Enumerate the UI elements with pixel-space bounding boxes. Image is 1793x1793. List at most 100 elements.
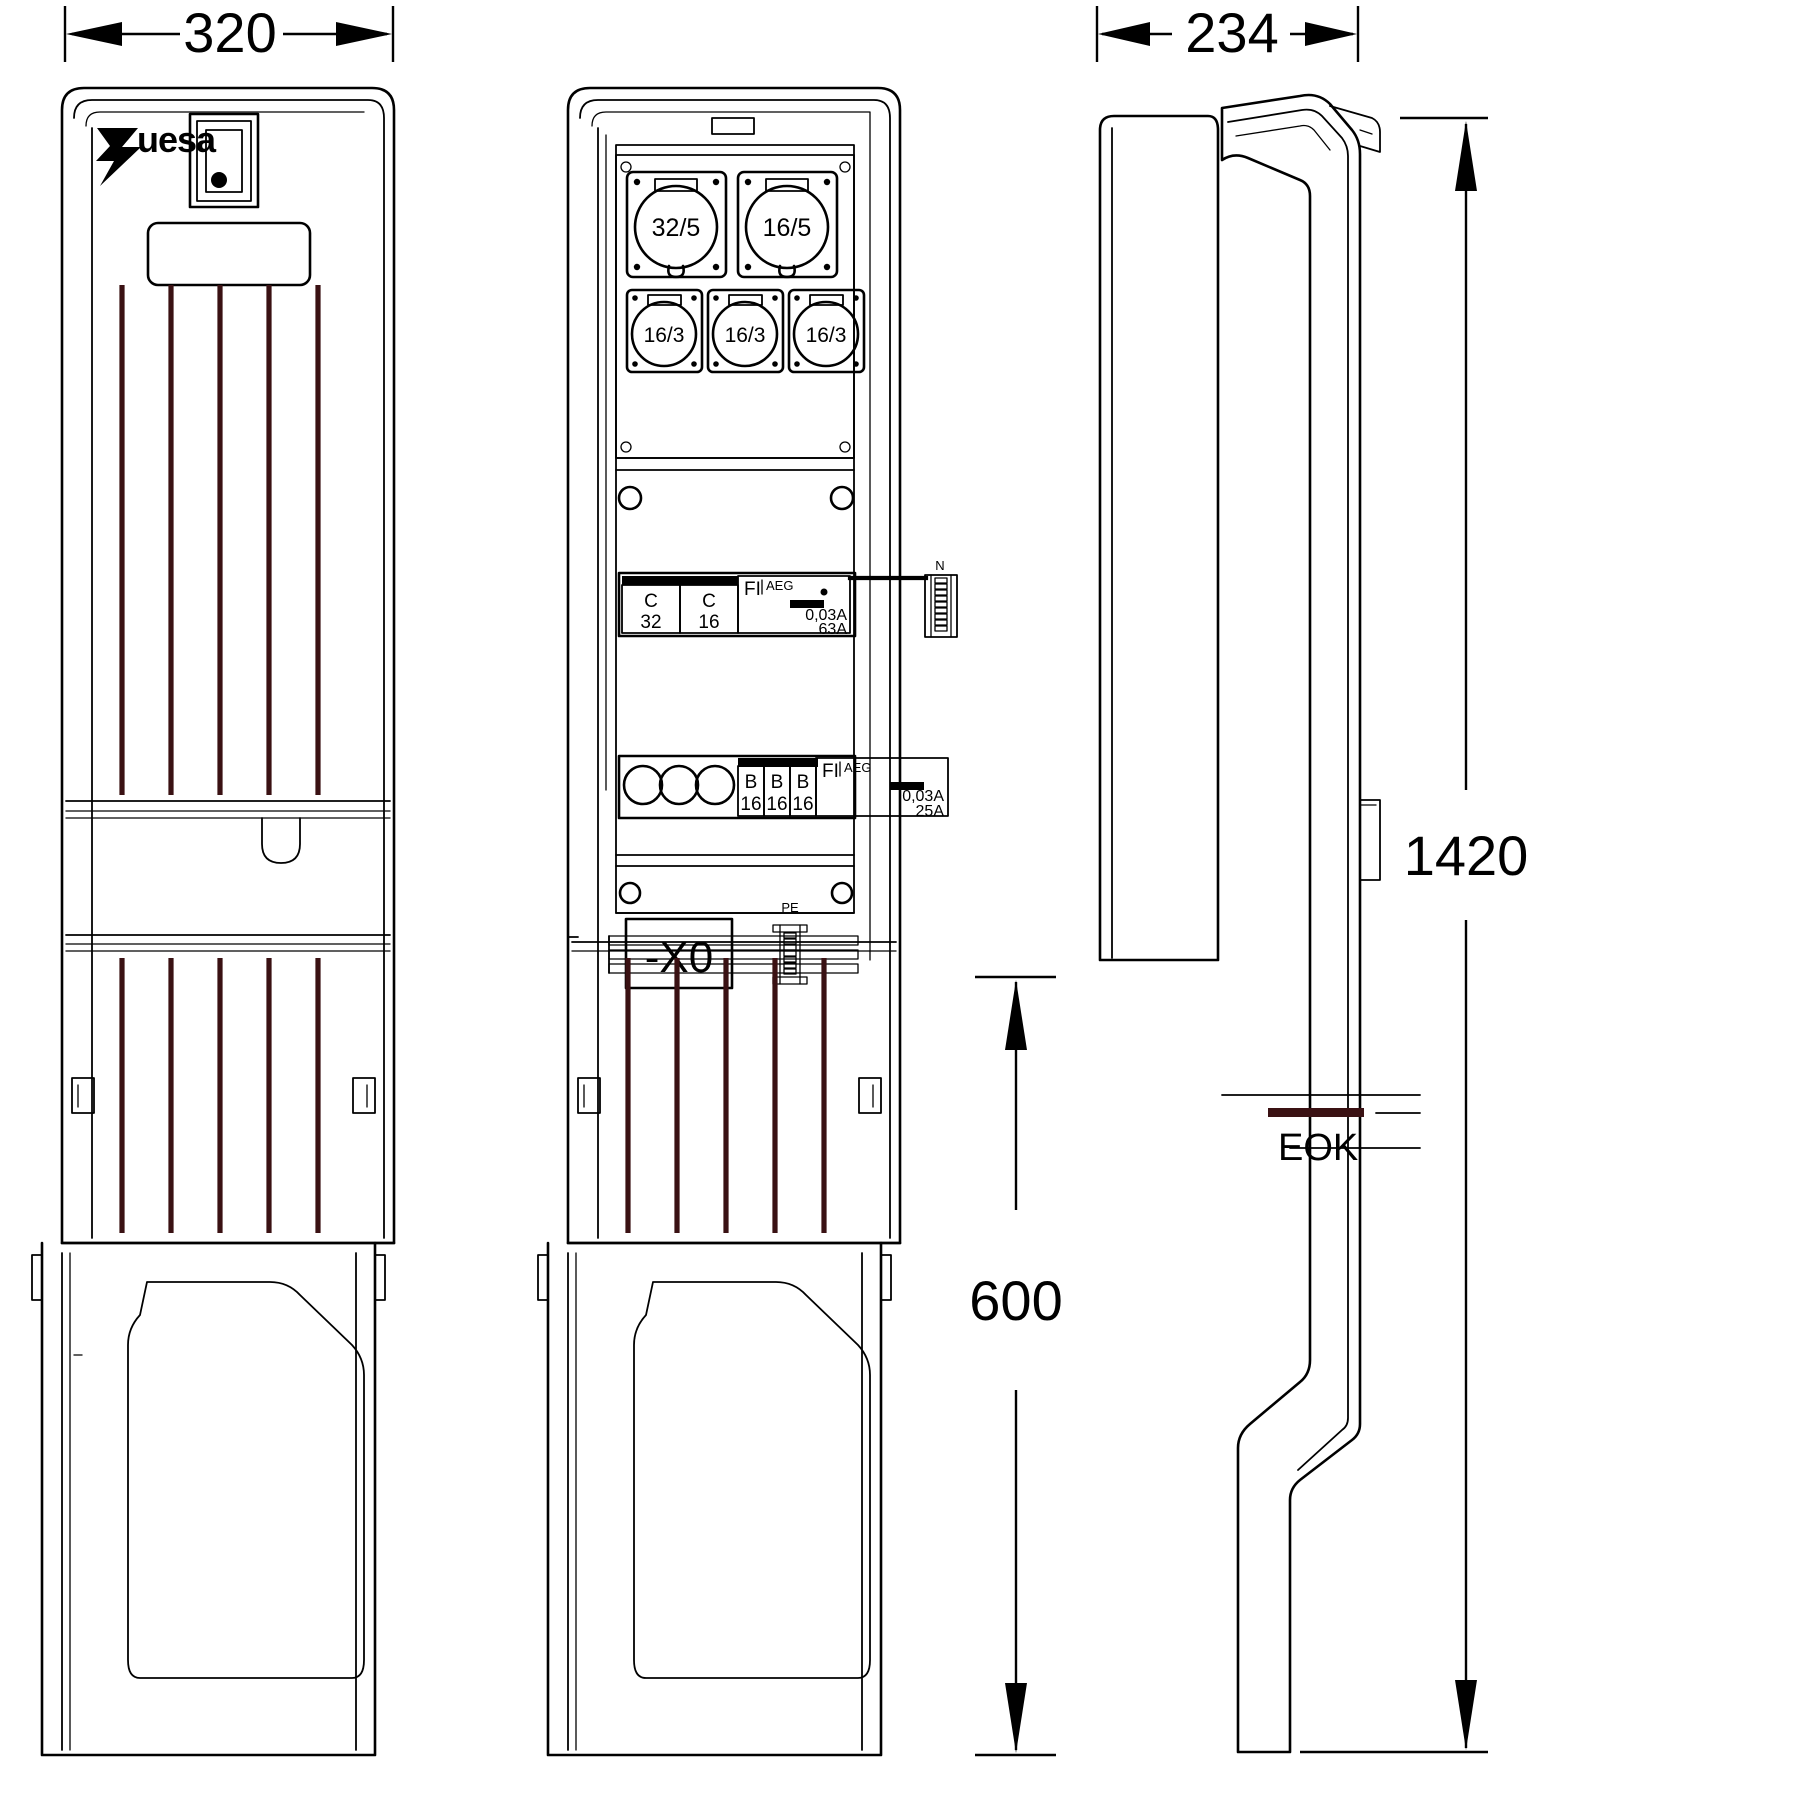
- socket-16-3-c-label: 16/3: [806, 324, 847, 347]
- side-body-inner-2: [1235, 124, 1331, 151]
- plate-mount-hole-3: [618, 881, 642, 905]
- socket-32-5[interactable]: 32/5: [625, 170, 728, 279]
- dimension-base-600: 600: [969, 975, 1063, 1757]
- base-socle-front: [31, 1241, 386, 1757]
- breaker-b16-a[interactable]: B 16: [737, 765, 765, 817]
- socket-16-3-c[interactable]: 16/3: [787, 288, 866, 374]
- rcd-25a-sensitivity: 0,03A: [902, 788, 944, 805]
- fuse-holder-3[interactable]: [694, 764, 736, 806]
- breaker-b16-b[interactable]: B 16: [763, 765, 791, 817]
- dimension-width-320: 320: [63, 1, 395, 64]
- breaker-c16[interactable]: C 16: [679, 584, 739, 634]
- rcd-25a-type: FI: [822, 761, 839, 782]
- side-body-inner-1: [1227, 108, 1349, 1471]
- door-ribs-lower: [119, 958, 321, 1233]
- panel-screw-tr: [839, 161, 851, 173]
- socket-16-5[interactable]: 16/5: [736, 170, 839, 279]
- interior-outline-2: [579, 99, 891, 1239]
- rcd-25a-lever[interactable]: [890, 782, 924, 790]
- interior-latch-left[interactable]: [577, 1077, 601, 1114]
- side-door-leaf: [1098, 114, 1220, 962]
- plate-mount-hole-2: [829, 485, 855, 511]
- pe-cap-top: [772, 924, 808, 933]
- fuse-holder-1[interactable]: [622, 764, 664, 806]
- eok-label: EOK: [1278, 1127, 1358, 1169]
- breaker-b16-b-char: B: [771, 772, 784, 793]
- lock-outer-frame: [188, 112, 260, 209]
- socket-16-5-notch: [778, 264, 796, 279]
- door-grip-band-lower: [65, 934, 391, 952]
- socket-32-5-screw-br: [712, 263, 720, 271]
- fuse-holder-2[interactable]: [658, 764, 700, 806]
- socket-16-3-a-screw-br: [691, 361, 697, 367]
- base-outline: [40, 1241, 377, 1757]
- breaker-group-2: B 16 B 16 B 16 FI AEG 0,03A 25A: [617, 754, 949, 820]
- base-outline-2: [546, 1241, 883, 1757]
- socket-32-5-notch: [667, 264, 685, 279]
- base-socle-interior: [537, 1241, 892, 1757]
- door-handle-recess[interactable]: [261, 817, 301, 864]
- rcd-63a-type: FI: [744, 579, 761, 600]
- socket-32-5-screw-tl: [633, 178, 641, 186]
- socket-32-5-label: 32/5: [652, 214, 701, 242]
- dimension-depth-234: 234: [1095, 1, 1360, 64]
- interior-ribs-lower: [625, 958, 827, 1233]
- rcd-63a-lever[interactable]: [790, 600, 824, 608]
- panel-screw-bl: [620, 441, 632, 453]
- socket-16-3-b-screw-br: [772, 361, 778, 367]
- door-grip-band-upper: [65, 800, 391, 819]
- view-interior: 32/5 16/5: [537, 86, 958, 1757]
- dimension-width-value: 320: [183, 1, 276, 64]
- socket-16-3-a-label: 16/3: [644, 324, 685, 347]
- rcd-63a-rating: 63A: [819, 621, 848, 638]
- door-latch-right[interactable]: [352, 1077, 376, 1114]
- lock-mid-frame: [196, 120, 252, 202]
- base-cutout-octagon-2: [633, 1281, 871, 1679]
- socket-16-3-c-lidclip: [809, 294, 844, 306]
- view-side: EOK: [1098, 93, 1421, 1754]
- door-lock-assembly[interactable]: [188, 112, 260, 209]
- socket-32-5-lidclip: [654, 178, 698, 192]
- rcd-25a[interactable]: FI AEG 0,03A 25A: [815, 757, 949, 820]
- uesa-logo-text: uesa: [137, 119, 217, 160]
- breaker-b16-b-amps: 16: [766, 794, 787, 815]
- fuse-holders[interactable]: [622, 764, 736, 806]
- rcd-25a-rating: 25A: [916, 803, 945, 820]
- socket-16-3-b-screw-tl: [713, 295, 719, 301]
- door-inner-outline: [73, 99, 385, 1239]
- interior-outer-shell: [566, 86, 902, 1245]
- dimension-depth-value: 234: [1185, 1, 1278, 64]
- terminal-strip-n-label: N: [935, 558, 944, 573]
- side-step-detail: [1359, 799, 1381, 881]
- socket-32-5-body: [633, 184, 719, 270]
- terminal-strip-n-teeth: [934, 577, 948, 632]
- socket-16-3-a[interactable]: 16/3: [625, 288, 704, 374]
- base-left-lip: [31, 1254, 43, 1301]
- door-outer-shell: [60, 86, 396, 1245]
- dimension-height-value: 1420: [1404, 824, 1529, 887]
- breaker-group-2-busbar: [738, 758, 818, 767]
- breaker-c32-char: C: [644, 591, 658, 612]
- socket-16-3-a-screw-tl: [632, 295, 638, 301]
- interior-latch-right[interactable]: [858, 1077, 882, 1114]
- plate-mount-hole-1: [617, 485, 643, 511]
- terminal-strip-n-body: [924, 574, 958, 638]
- breaker-b16-a-char: B: [745, 772, 758, 793]
- interior-lower-door: [571, 941, 897, 1233]
- interior-top-latch[interactable]: [711, 117, 755, 135]
- socket-16-3-b-lidclip: [728, 294, 763, 306]
- lock-pin-dot: [211, 172, 227, 188]
- socket-16-3-c-frame: [787, 288, 866, 374]
- rcd-63a[interactable]: FI AEG 0,03A 63A: [737, 575, 851, 638]
- terminal-strip-pe: PE: [772, 900, 808, 985]
- socket-16-3-a-screw-bl: [632, 361, 638, 367]
- door-latch-left[interactable]: [71, 1077, 95, 1114]
- breaker-b16-c-char: B: [797, 772, 810, 793]
- side-top-flange: [1329, 105, 1381, 153]
- panel-screw-tl: [620, 161, 632, 173]
- door-inner-outline-2: [85, 111, 365, 127]
- socket-32-5-screw-tr: [712, 178, 720, 186]
- rcd-63a-brand: AEG: [766, 578, 793, 593]
- socket-16-3-b[interactable]: 16/3: [706, 288, 785, 374]
